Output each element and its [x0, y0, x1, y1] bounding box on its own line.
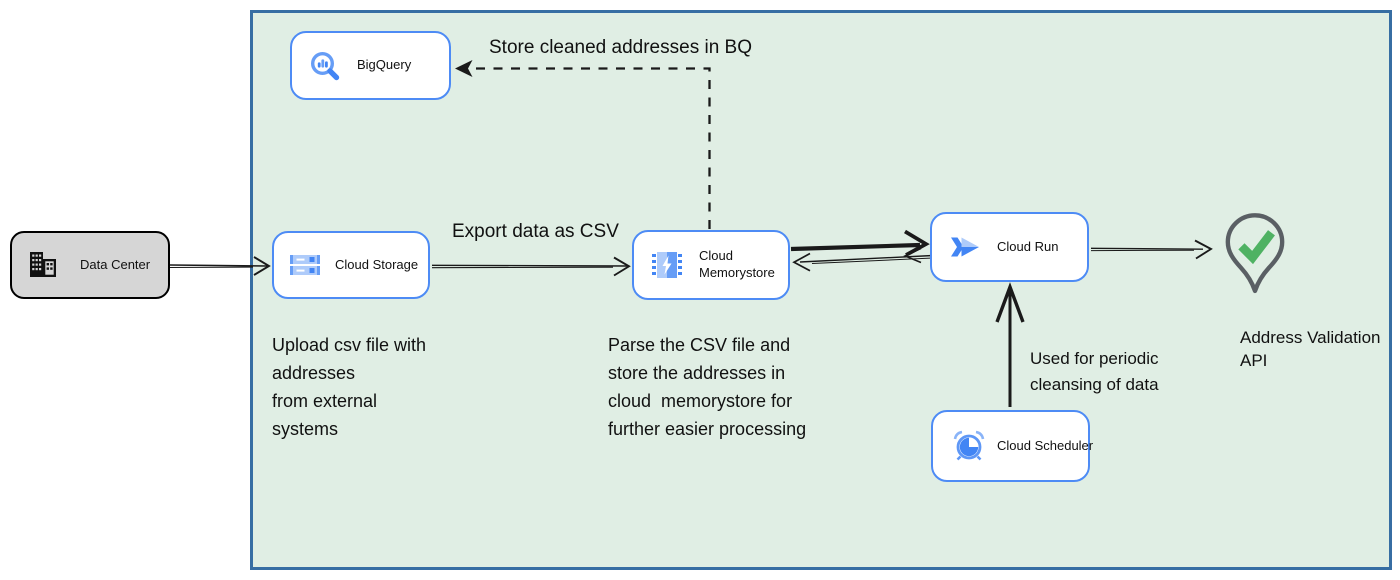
- node-label-cloud-scheduler: Cloud Scheduler: [997, 437, 1094, 453]
- node-cloud-memorystore: Cloud Memorystore: [632, 230, 790, 300]
- parse-note: Parse the CSV file and store the address…: [608, 335, 807, 439]
- node-label-cloud-memorystore: Cloud Memorystore: [699, 248, 775, 280]
- gcp-boundary-box: [250, 10, 1392, 570]
- node-cloud-run: Cloud Run: [930, 212, 1089, 282]
- data-center-icon: [28, 251, 58, 279]
- node-bigquery: BigQuery: [290, 31, 451, 100]
- scheduler-note: Used for periodic cleansing of data: [1030, 349, 1159, 394]
- node-label-cloud-storage: Cloud Storage: [335, 256, 419, 272]
- node-label-data-center: Data Center: [80, 256, 151, 272]
- store-bq-edge-label: Store cleaned addresses in BQ: [489, 37, 752, 58]
- cloud-run-icon: [948, 232, 982, 262]
- node-label-cloud-run: Cloud Run: [997, 238, 1059, 254]
- cloud-storage-icon: [290, 252, 320, 278]
- node-data-center: Data Center: [10, 231, 170, 299]
- node-label-bigquery: BigQuery: [357, 57, 412, 73]
- bigquery-icon: [308, 49, 342, 83]
- node-cloud-storage: Cloud Storage: [272, 231, 430, 299]
- node-cloud-scheduler: Cloud Scheduler: [931, 410, 1094, 482]
- address-validation-pin-icon: [1222, 211, 1288, 303]
- upload-note: Upload csv file with addresses from exte…: [272, 335, 427, 439]
- cloud-memorystore-icon: [650, 250, 684, 280]
- address-validation-api-label: Address Validation API: [1240, 328, 1381, 370]
- cloud-scheduler-icon: [951, 429, 987, 463]
- export-csv-edge-label: Export data as CSV: [452, 221, 619, 242]
